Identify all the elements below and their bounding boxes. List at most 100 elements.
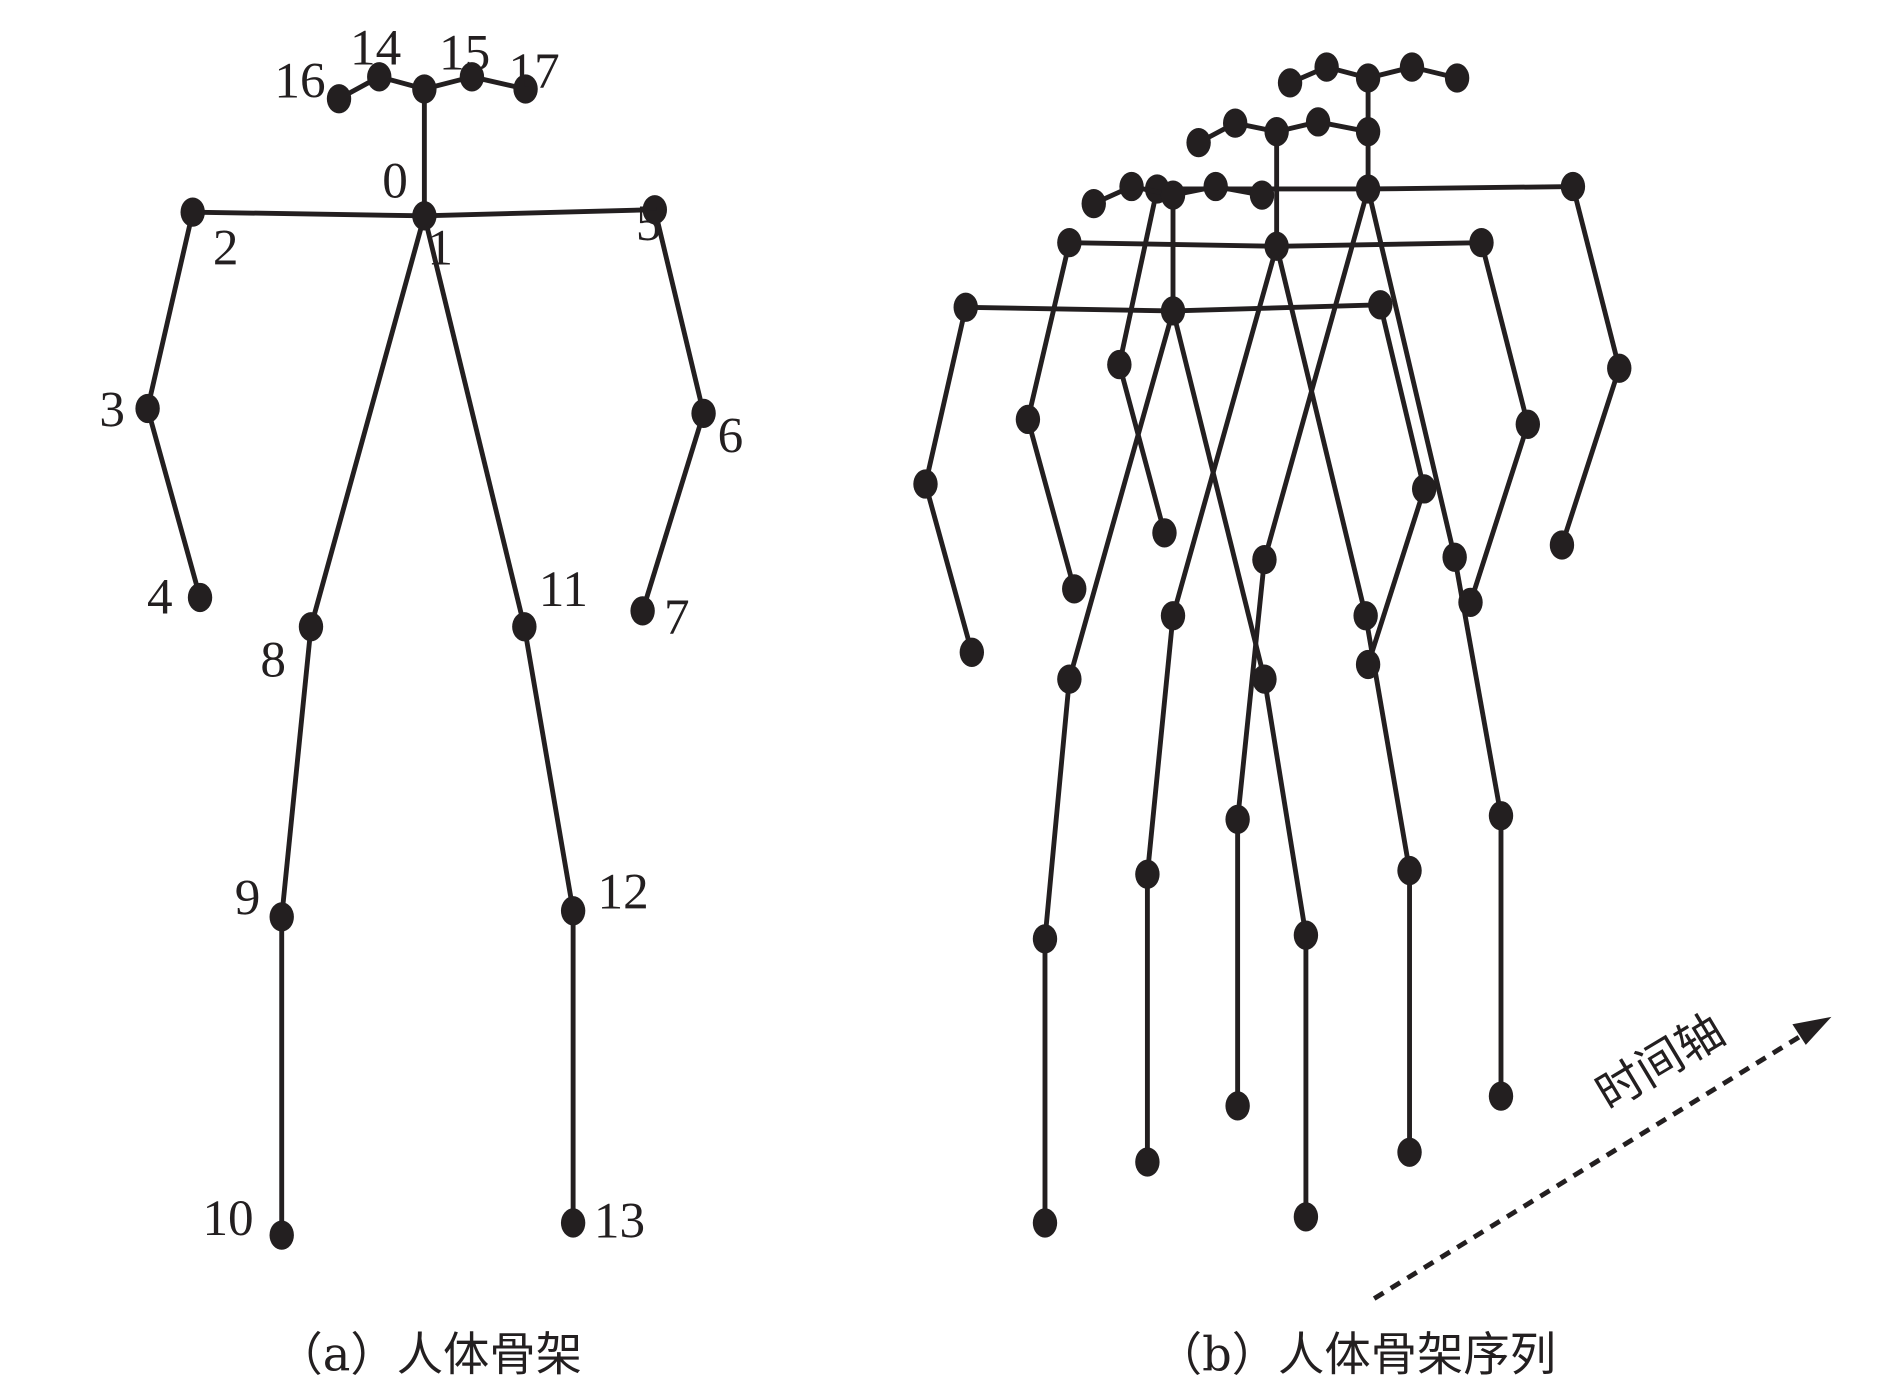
skeleton-frame-1 [913, 171, 1437, 1238]
bone [1025, 418, 1077, 590]
joint-12 [1488, 801, 1514, 831]
bone [145, 407, 203, 599]
joint-3 [1107, 349, 1132, 380]
joint-6 [1607, 353, 1632, 383]
joint-label-5: 5 [636, 195, 662, 252]
joint-4 [959, 637, 985, 667]
joint-6 [1411, 474, 1437, 504]
joint-13 [560, 1208, 586, 1238]
bone [923, 483, 975, 653]
joint-label-10: 10 [202, 1190, 253, 1247]
joint-11 [1442, 542, 1467, 572]
joint-9 [1225, 804, 1250, 834]
joint-11 [1252, 664, 1277, 694]
bone [1172, 302, 1381, 314]
joint-3 [135, 393, 160, 424]
joint-2 [180, 197, 205, 227]
joint-label-7: 7 [664, 589, 690, 646]
joint-label-6: 6 [718, 407, 744, 464]
joint-16 [1186, 128, 1211, 158]
joint-13 [1397, 1137, 1422, 1167]
joint-7 [1355, 649, 1381, 680]
bone [1368, 184, 1573, 192]
bone [1117, 363, 1167, 534]
bone [424, 207, 655, 219]
joint-10 [1135, 1147, 1160, 1177]
joint-label-4: 4 [147, 568, 173, 625]
bone [192, 209, 425, 219]
panel-a-human-skeleton [135, 62, 716, 1250]
joint-8 [298, 612, 324, 642]
bone [1067, 310, 1176, 680]
joint-8 [1057, 664, 1082, 694]
bone [1042, 678, 1072, 940]
bone [1025, 242, 1072, 420]
bone [1274, 245, 1369, 617]
joint-7 [1549, 530, 1575, 560]
joint-1 [1264, 231, 1289, 261]
joint-label-16: 16 [274, 53, 325, 110]
bone [1262, 188, 1371, 561]
joint-label-0: 0 [382, 153, 408, 210]
caption-a: （a）人体骨架 [276, 1327, 582, 1379]
joint-13 [1488, 1081, 1514, 1111]
joint-8 [1252, 545, 1277, 575]
joint-17 [513, 74, 538, 104]
joint-label-15: 15 [439, 24, 490, 81]
joint-7 [1458, 587, 1483, 617]
joint-2 [953, 292, 978, 322]
joint-12 [560, 896, 586, 926]
joint-label-12: 12 [598, 863, 649, 920]
bone [1365, 188, 1458, 558]
joint-label-9: 9 [235, 869, 261, 926]
joint-1 [1355, 174, 1381, 204]
joint-15 [1305, 107, 1331, 137]
bone [640, 412, 706, 612]
joint-10 [1225, 1091, 1250, 1121]
joint-17 [1444, 63, 1470, 93]
joint-label-13: 13 [594, 1193, 645, 1250]
bone [1559, 367, 1622, 546]
bone [1468, 423, 1531, 604]
skeleton-frame-3 [1107, 52, 1632, 1121]
joint-0 [1355, 63, 1381, 93]
joint-12 [1293, 920, 1319, 950]
joint-16 [1277, 68, 1303, 98]
joint-0 [1264, 117, 1289, 147]
bone [1479, 242, 1531, 425]
joint-17 [1249, 180, 1275, 210]
bone [1116, 188, 1160, 366]
joint-14 [1119, 171, 1144, 202]
bone [1262, 678, 1309, 936]
bone [1170, 310, 1267, 680]
bone [1377, 304, 1427, 490]
joint-14 [1222, 108, 1248, 138]
joint-13 [1293, 1202, 1319, 1232]
joint-0 [1160, 180, 1186, 210]
joint-label-3: 3 [99, 382, 125, 439]
joint-10 [269, 1220, 294, 1250]
joint-label-14: 14 [350, 20, 401, 77]
bone [145, 211, 196, 410]
bone [308, 215, 427, 628]
joint-6 [1515, 409, 1541, 439]
joint-11 [1353, 601, 1378, 631]
bone [1144, 615, 1176, 875]
joint-8 [1160, 601, 1186, 631]
joint-9 [1135, 859, 1160, 889]
bone [652, 209, 706, 414]
bone [923, 306, 969, 485]
caption-b: （b）人体骨架序列 [1156, 1327, 1556, 1379]
bone [422, 215, 527, 628]
joint-3 [1015, 404, 1041, 435]
joint-2 [1057, 228, 1082, 258]
joint-14 [1314, 52, 1339, 82]
joint-11 [512, 612, 537, 642]
bone [521, 626, 576, 912]
joint-10 [1032, 1208, 1058, 1238]
joint-1 [412, 201, 437, 231]
joint-4 [1152, 518, 1177, 548]
time-axis-dashed-line [1372, 1033, 1804, 1301]
joint-15 [1203, 171, 1228, 202]
